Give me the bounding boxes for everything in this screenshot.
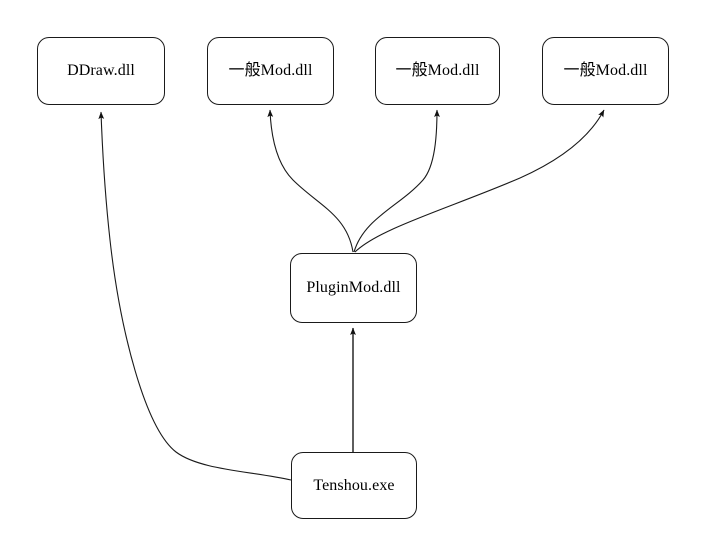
node-label-ddraw-dll: DDraw.dll — [67, 62, 135, 79]
node-label-pluginmod-dll: PluginMod.dll — [306, 279, 401, 296]
node-label-general-mod-dll-1: 一般Mod.dll — [228, 62, 313, 79]
edge-pluginmod-mod3 — [354, 109, 605, 253]
edge-pluginmod-mod2 — [353, 109, 440, 253]
node-general-mod-dll-2[interactable]: 一般Mod.dll — [375, 37, 500, 105]
node-pluginmod-dll[interactable]: PluginMod.dll — [290, 253, 417, 323]
edge-pluginmod-mod1 — [267, 109, 354, 253]
node-label-tenshou-exe: Tenshou.exe — [313, 476, 395, 494]
node-label-general-mod-dll-3: 一般Mod.dll — [563, 62, 648, 79]
node-general-mod-dll-3[interactable]: 一般Mod.dll — [542, 37, 669, 105]
node-tenshou-exe[interactable]: Tenshou.exe — [291, 452, 417, 519]
node-ddraw-dll[interactable]: DDraw.dll — [37, 37, 165, 105]
node-general-mod-dll-1[interactable]: 一般Mod.dll — [207, 37, 334, 105]
edge-tenshou-ddraw — [98, 111, 292, 481]
node-label-general-mod-dll-2: 一般Mod.dll — [395, 62, 480, 79]
